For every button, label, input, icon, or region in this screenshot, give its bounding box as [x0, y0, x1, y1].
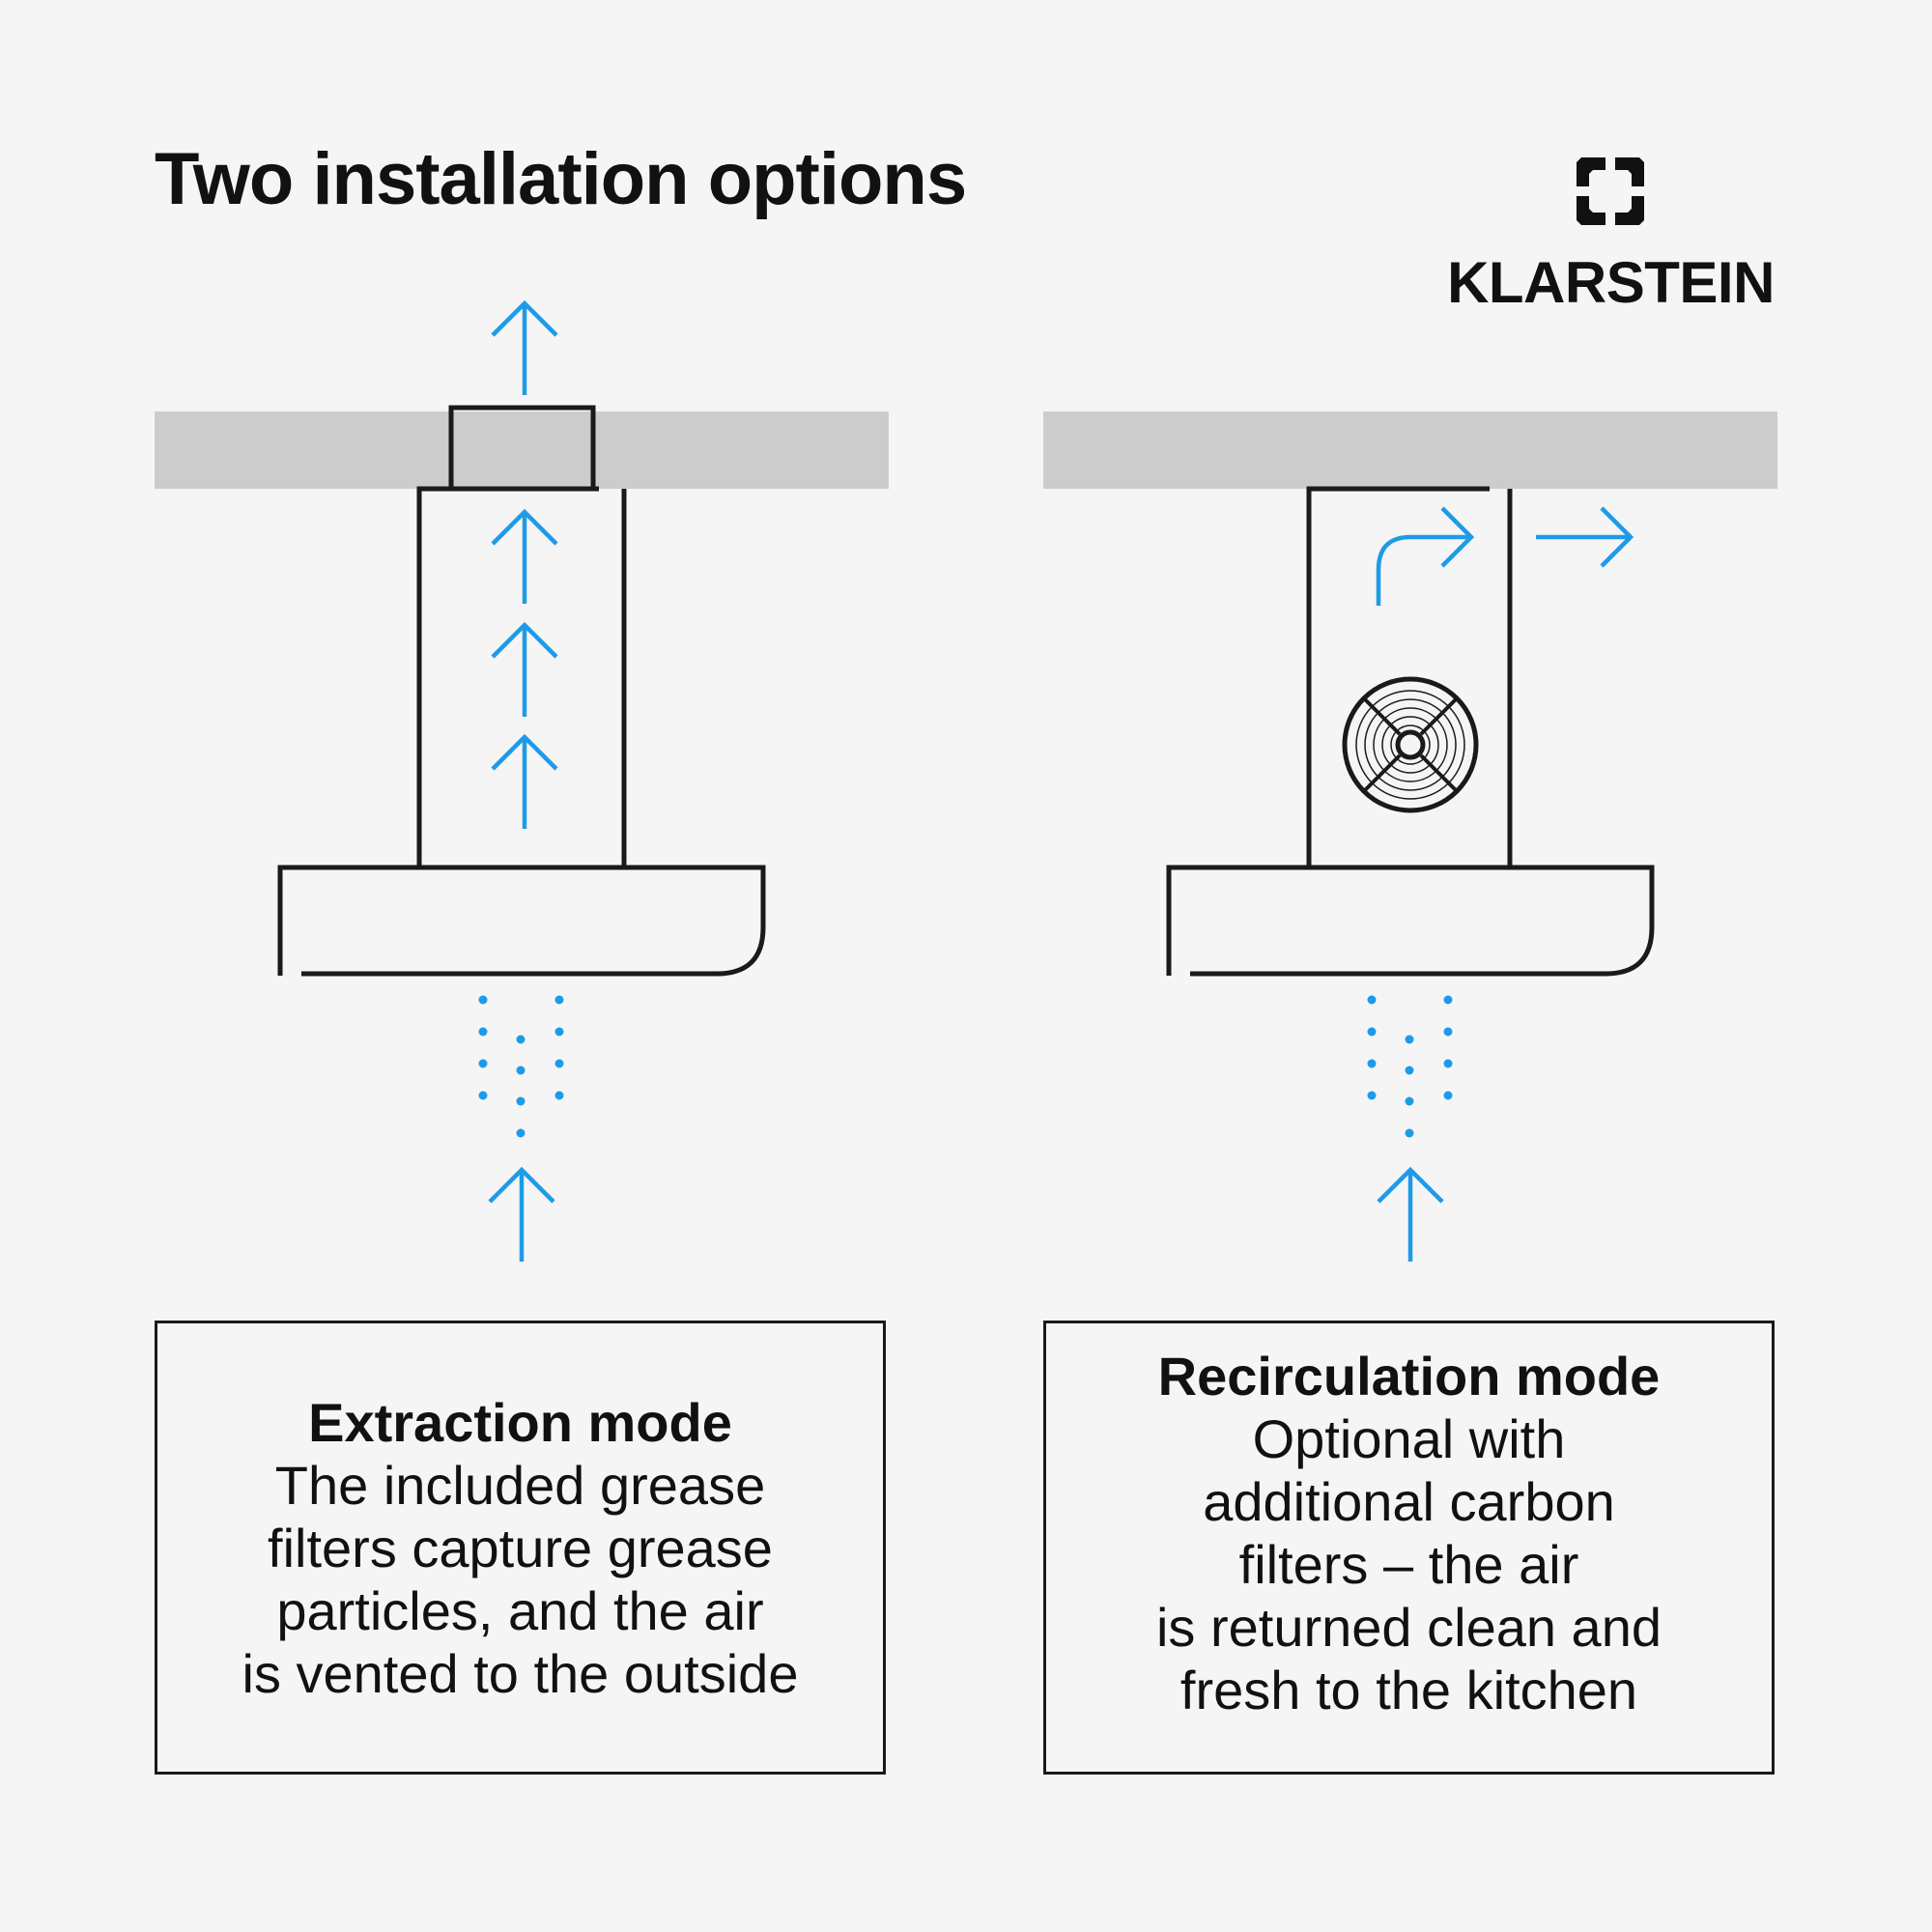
fan-icon [1342, 676, 1479, 813]
air-return-arrow [1536, 506, 1634, 568]
recirculation-turn-arrow [1376, 506, 1475, 606]
extraction-mode-description: The included grease filters capture grea… [242, 1454, 799, 1704]
ceiling-slab-right [1043, 412, 1777, 489]
recirculation-diagram [1043, 412, 1777, 1262]
recirculation-mode-title: Recirculation mode [1157, 1346, 1661, 1406]
page-title: Two installation options [155, 138, 967, 220]
exhaust-out-arrow [493, 303, 556, 395]
hood-canopy-right [1166, 865, 1655, 977]
recirculation-mode-description: Optional with additional carbon filters … [1155, 1408, 1662, 1720]
steam-dots-right [1367, 995, 1453, 1138]
extraction-mode-caption: Extraction mode The included grease filt… [155, 1321, 886, 1775]
hood-chimney-left [416, 486, 599, 869]
ceiling-duct [448, 405, 596, 489]
duct-flow-arrow [493, 512, 556, 604]
brand-logo: KLARSTEIN [1439, 153, 1782, 317]
recirculation-mode-caption: Recirculation mode Optional with additio… [1043, 1321, 1775, 1775]
hood-chimney-right [1306, 486, 1490, 869]
ceiling-slab-left [155, 412, 889, 489]
klarstein-diamond-icon [1577, 157, 1644, 225]
brand-name: KLARSTEIN [1447, 250, 1775, 315]
duct-flow-arrow [493, 625, 556, 717]
hood-canopy-left [277, 865, 766, 977]
extraction-diagram [155, 303, 889, 1262]
steam-dots-left [478, 995, 564, 1138]
intake-arrow [490, 1170, 554, 1262]
duct-flow-arrow [493, 737, 556, 829]
extraction-mode-title: Extraction mode [308, 1391, 732, 1453]
intake-arrow [1378, 1170, 1442, 1262]
installation-diagram [155, 0, 1777, 1314]
